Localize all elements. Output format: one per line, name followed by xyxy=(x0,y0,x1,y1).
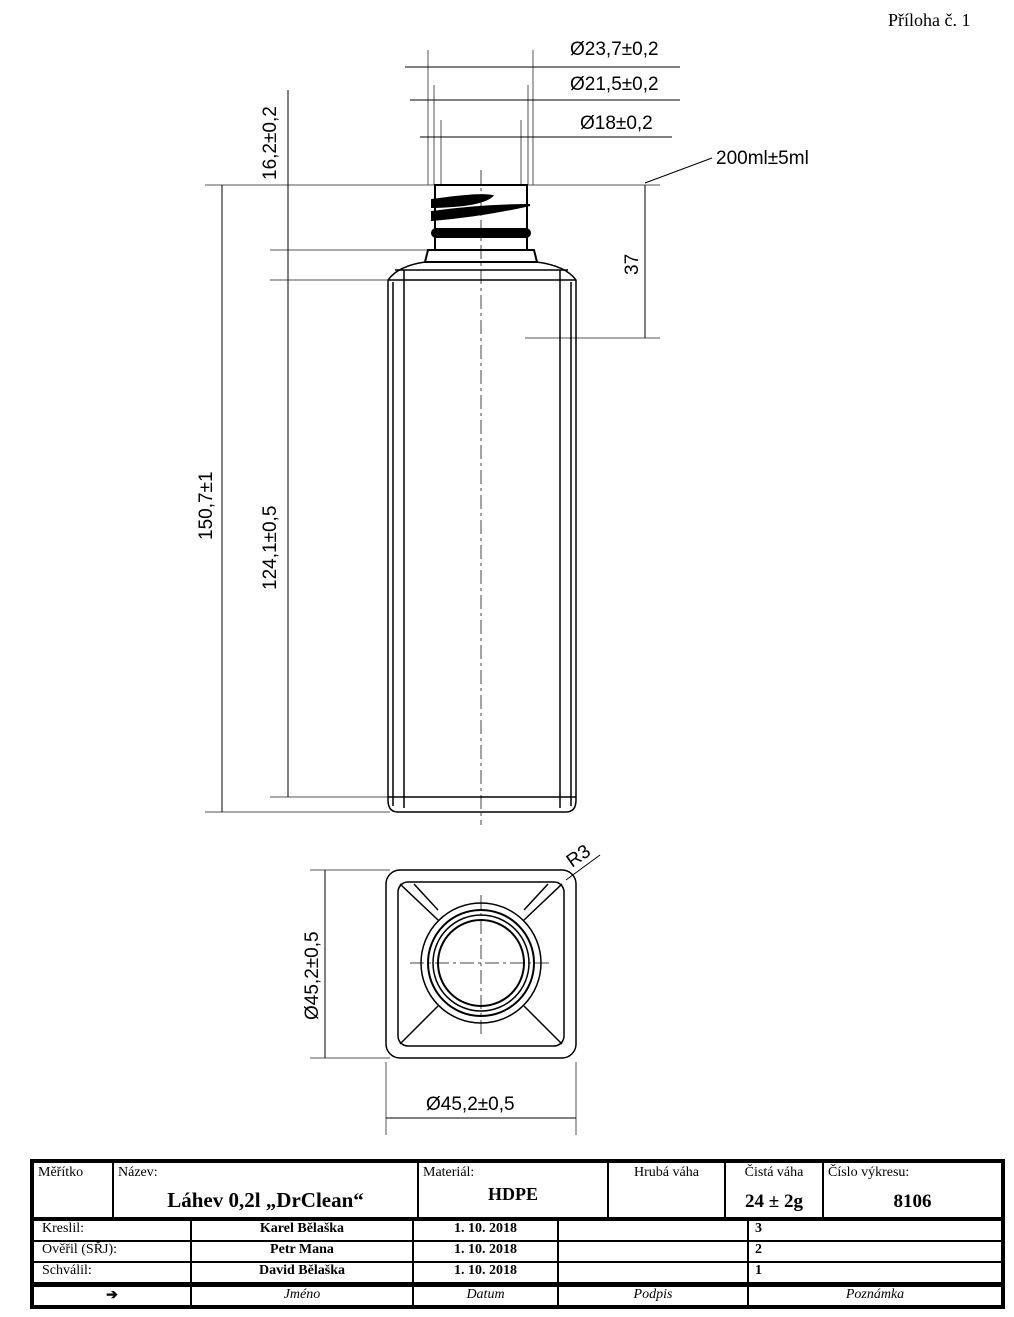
material-cell: Materiál: HDPE xyxy=(418,1162,608,1218)
scale-label: Měřítko xyxy=(38,1165,84,1180)
name-label: Název: xyxy=(118,1165,158,1180)
scale-cell: Měřítko xyxy=(33,1162,113,1218)
drawing-no-cell: Číslo výkresu: 8106 xyxy=(823,1162,1002,1218)
dim-corner-radius: R3 xyxy=(563,841,595,872)
footer-date: Datum xyxy=(413,1286,558,1306)
annex-label: Příloha č. 1 xyxy=(888,10,971,30)
divider xyxy=(33,1217,1002,1220)
net-weight-cell: Čistá váha 24 ± 2g xyxy=(725,1162,823,1218)
person-name: Karel Bělaška xyxy=(191,1220,413,1241)
name-cell: Název: Láhev 0,2l „DrClean“ xyxy=(113,1162,418,1218)
person-name: Petr Mana xyxy=(191,1241,413,1262)
date: 1. 10. 2018 xyxy=(413,1241,558,1262)
dim-total-height: 150,7±1 xyxy=(196,471,217,540)
bottle-drawing: Ø23,7±0,2 Ø21,5±0,2 Ø18±0,2 200ml±5ml 16… xyxy=(196,39,809,1135)
signature xyxy=(558,1241,748,1262)
material-value: HDPE xyxy=(487,1184,538,1204)
date: 1. 10. 2018 xyxy=(413,1262,558,1283)
gross-weight-label: Hrubá váha xyxy=(634,1165,699,1180)
dim-neck-height: 16,2±0,2 xyxy=(260,106,281,180)
note: 3 xyxy=(748,1220,1002,1241)
note: 2 xyxy=(748,1241,1002,1262)
role: Schválil: xyxy=(33,1262,191,1283)
dim-width-vertical: Ø45,2±0,5 xyxy=(302,931,323,1020)
role: Kreslil: xyxy=(33,1220,191,1241)
person-name: David Bělaška xyxy=(191,1262,413,1283)
footer-signature: Podpis xyxy=(558,1286,748,1306)
date: 1. 10. 2018 xyxy=(413,1220,558,1241)
net-weight-label: Čistá váha xyxy=(744,1165,804,1180)
title-block: Měřítko Název: Láhev 0,2l „DrClean“ Mater… xyxy=(30,1159,1005,1309)
dim-body-height: 124,1±0,5 xyxy=(260,506,281,590)
name-value: Láhev 0,2l „DrClean“ xyxy=(167,1188,364,1212)
material-label: Materiál: xyxy=(423,1165,475,1180)
drawing-no-value: 8106 xyxy=(893,1191,932,1212)
footer-note: Poznámka xyxy=(748,1286,1002,1306)
role: Ověřil (SŘJ): xyxy=(33,1241,191,1262)
bottle-top-view xyxy=(385,869,577,1059)
extension-lines xyxy=(205,50,660,1135)
dim-volume: 200ml±5ml xyxy=(716,148,809,169)
net-weight-value: 24 ± 2g xyxy=(745,1191,803,1212)
gross-weight-cell: Hrubá váha xyxy=(608,1162,725,1218)
dim-neck-inner: Ø18±0,2 xyxy=(580,113,653,134)
dimension-lines xyxy=(221,66,713,1119)
dim-width-horizontal: Ø45,2±0,5 xyxy=(426,1094,515,1115)
footer-name: Jméno xyxy=(191,1286,413,1306)
signature xyxy=(558,1262,748,1283)
dim-neck-thread: Ø21,5±0,2 xyxy=(570,74,659,95)
arrow-icon: ➔ xyxy=(33,1286,191,1306)
bottle-body xyxy=(387,261,577,813)
signature xyxy=(558,1220,748,1241)
dim-neck-outer: Ø23,7±0,2 xyxy=(570,39,659,60)
note: 1 xyxy=(748,1262,1002,1283)
dim-fill-level: 37 xyxy=(622,254,643,275)
divider xyxy=(33,1283,1002,1286)
drawing-no-label: Číslo výkresu: xyxy=(828,1165,910,1180)
